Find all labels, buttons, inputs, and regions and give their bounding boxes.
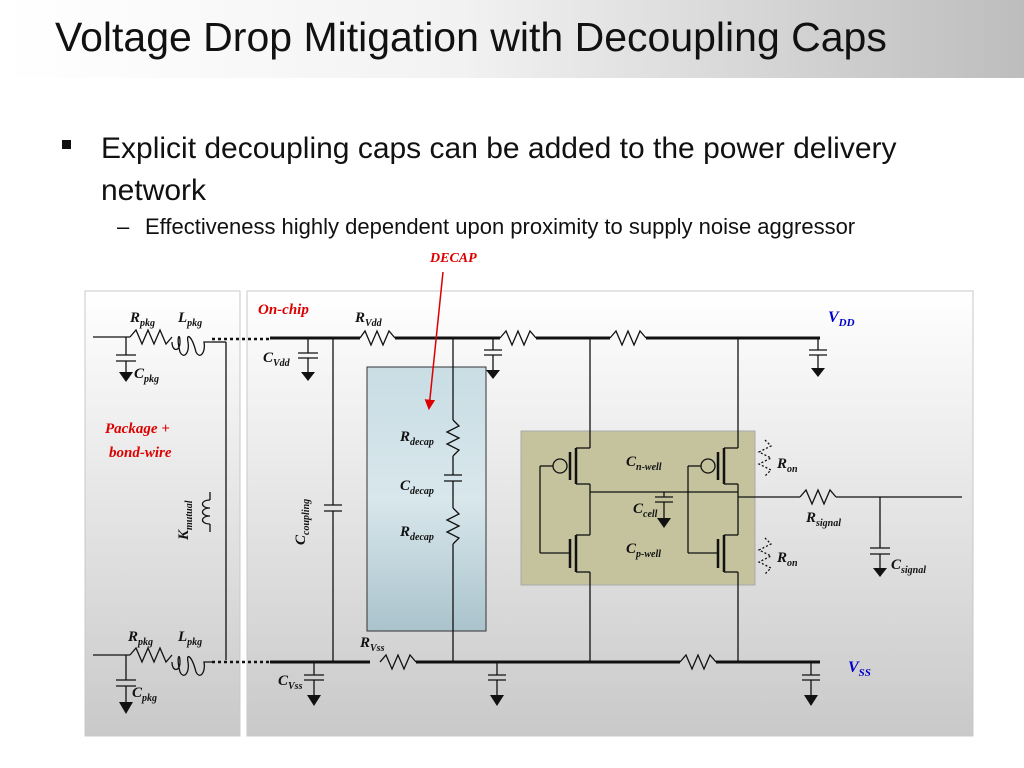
c-signal-label: Csignal bbox=[891, 557, 926, 576]
r-pkg-bottom-label: Rpkg bbox=[127, 629, 153, 648]
on-chip-label: On-chip bbox=[258, 302, 309, 318]
c-pwell-label: Cp-well bbox=[626, 541, 661, 560]
r-decap-bottom-label: Rdecap bbox=[399, 524, 434, 543]
vss-label: VSS bbox=[848, 659, 871, 679]
decap-callout-arrow bbox=[424, 271, 444, 411]
r-signal-resistor bbox=[799, 488, 837, 506]
r-signal-label: Rsignal bbox=[805, 510, 841, 529]
bullet-marker bbox=[62, 140, 71, 149]
r-pkg-bottom-resistor bbox=[129, 646, 173, 664]
c-vdd-label: CVdd bbox=[263, 350, 291, 369]
inverter-box bbox=[520, 430, 756, 586]
r-on-top-label: Ron bbox=[776, 456, 798, 475]
main-bullet: Explicit decoupling caps can be added to… bbox=[101, 132, 897, 207]
c-pkg-bottom-label: Cpkg bbox=[132, 685, 157, 704]
l-pkg-bottom-label: Lpkg bbox=[177, 629, 202, 648]
sub-bullet: Effectiveness highly dependent upon prox… bbox=[145, 214, 856, 239]
c-decap-label: Cdecap bbox=[400, 478, 434, 497]
r-on-bottom-label: Ron bbox=[776, 550, 798, 569]
r-pkg-top-label: Rpkg bbox=[129, 310, 155, 329]
r-vss-resistor bbox=[379, 653, 417, 671]
l-pkg-top-label: Lpkg bbox=[177, 310, 202, 329]
r-vss-label: RVss bbox=[359, 635, 385, 654]
r-decap-top-label: Rdecap bbox=[399, 429, 434, 448]
c-pkg-top-label: Cpkg bbox=[134, 366, 159, 385]
r-vdd-label: RVdd bbox=[354, 310, 383, 329]
c-cell-label: Ccell bbox=[633, 501, 658, 520]
c-coupling-label: Ccoupling bbox=[293, 499, 312, 545]
c-vss-label: CVss bbox=[278, 673, 303, 692]
sub-bullet-dash: – bbox=[117, 214, 130, 239]
package-label-1: Package + bbox=[105, 421, 170, 437]
package-label-2: bond-wire bbox=[109, 445, 172, 461]
l-pkg-top-inductor bbox=[171, 335, 212, 356]
k-mutual-label: Kmutual bbox=[176, 500, 195, 541]
c-nwell-label: Cn-well bbox=[626, 454, 662, 473]
r-vdd-resistor bbox=[359, 329, 396, 347]
slide-title: Voltage Drop Mitigation with Decoupling … bbox=[55, 14, 887, 60]
decap-box bbox=[366, 366, 487, 632]
title-bar: Voltage Drop Mitigation with Decoupling … bbox=[0, 0, 1024, 78]
vdd-label: VDD bbox=[828, 309, 855, 329]
decap-callout-label: DECAP bbox=[429, 251, 477, 266]
l-pkg-bottom-inductor bbox=[171, 655, 212, 676]
r-pkg-top-resistor bbox=[129, 328, 173, 346]
package-panel bbox=[84, 290, 241, 737]
k-mutual-inductor bbox=[201, 499, 211, 525]
